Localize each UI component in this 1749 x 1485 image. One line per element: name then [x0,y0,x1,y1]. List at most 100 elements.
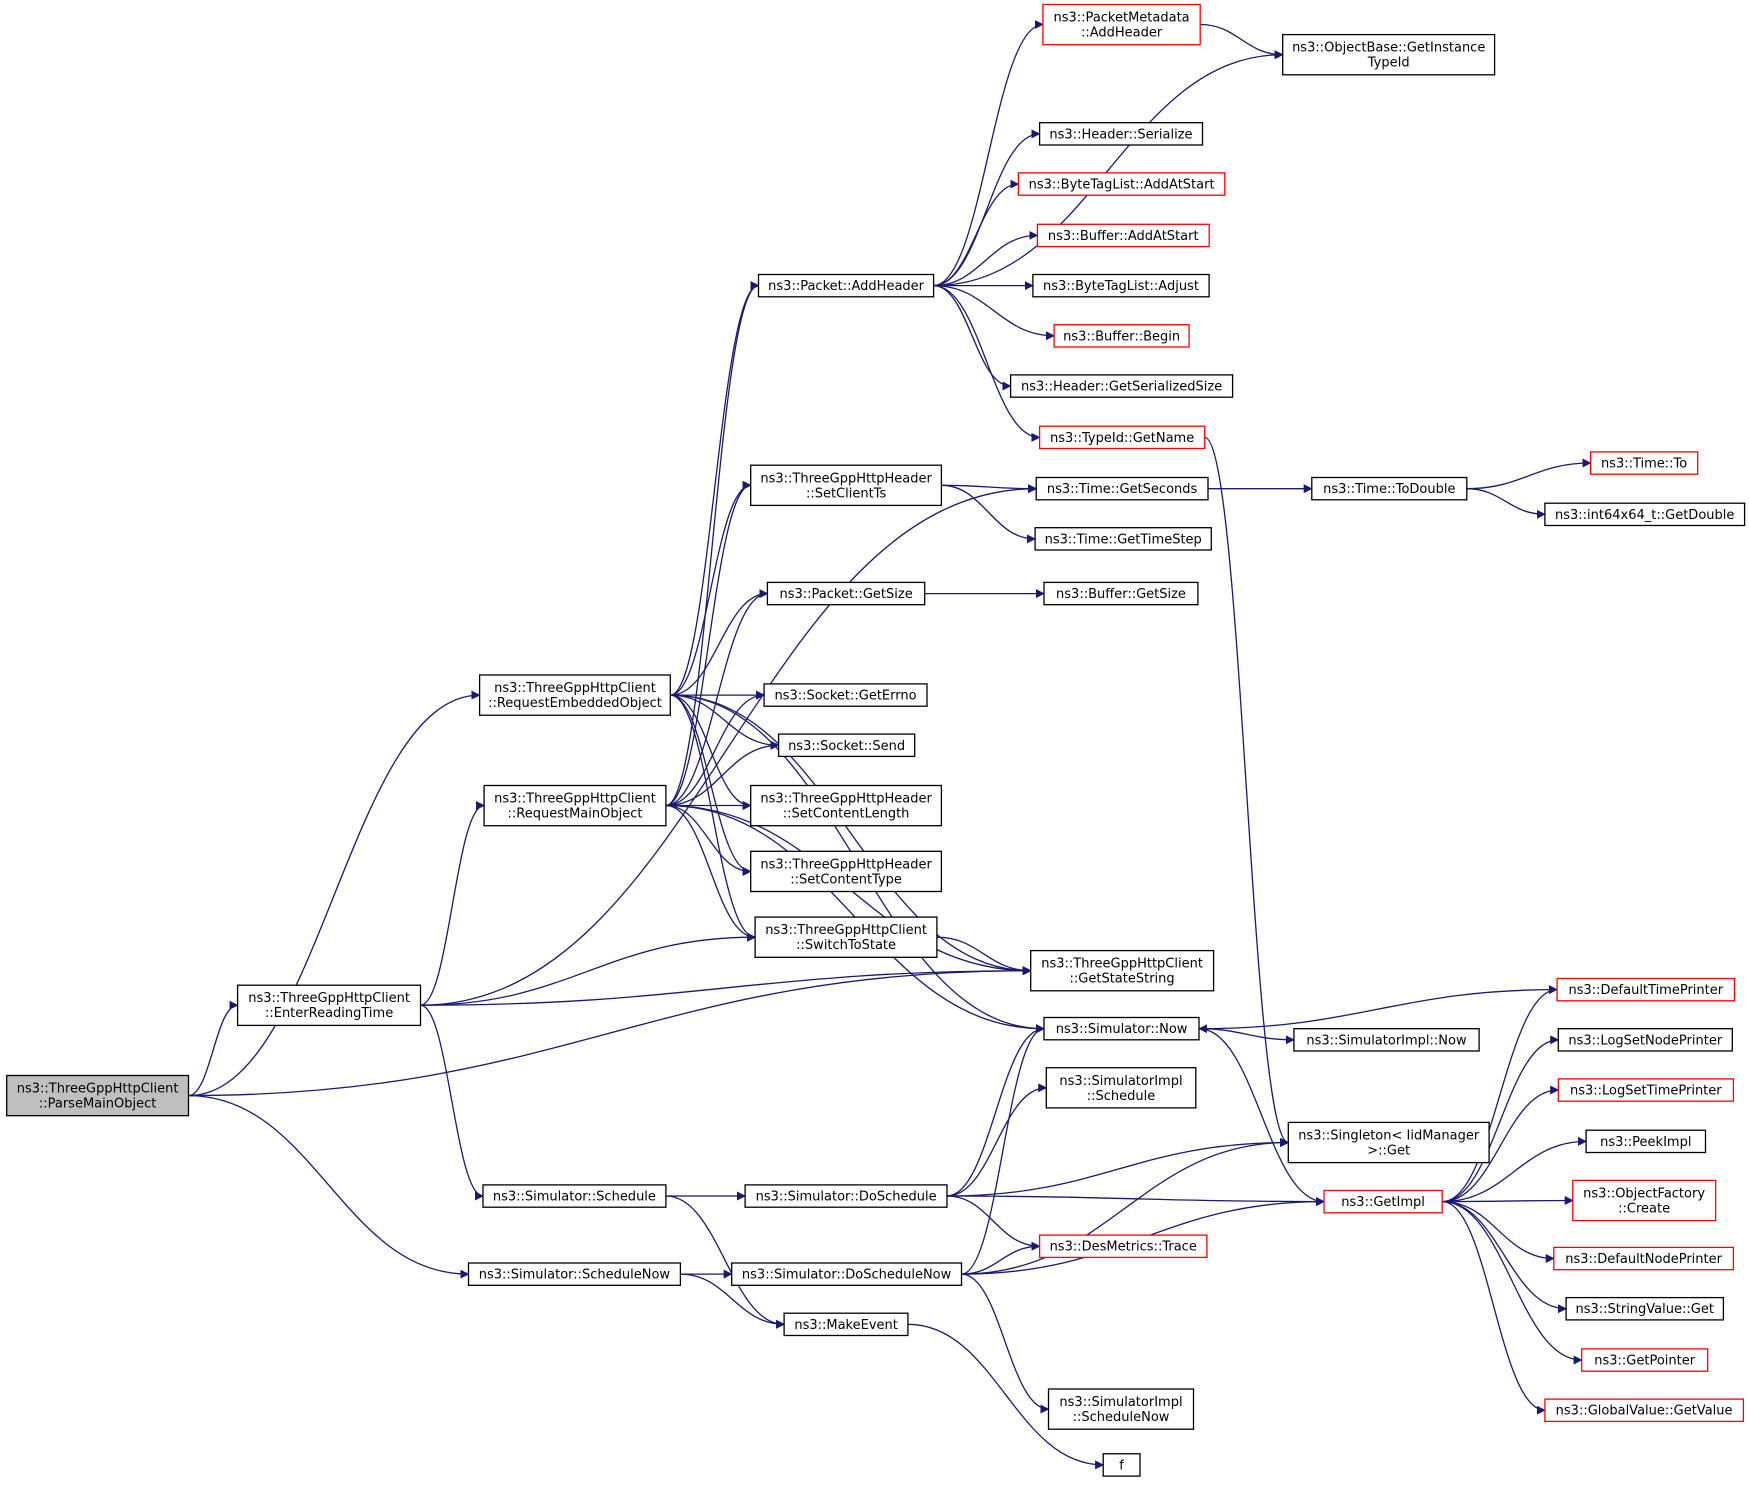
node-label: ns3::LogSetTimePrinter [1570,1084,1722,1099]
node-box [1282,33,1496,76]
node-box [478,674,671,716]
node-gss[interactable]: ns3::ThreeGppHttpClient::GetStateString [1030,949,1215,992]
edge-reo-to-pah [670,281,760,696]
node-gvgv[interactable]: ns3::GlobalValue::GetValue [1544,1398,1745,1423]
node-reo[interactable]: ns3::ThreeGppHttpClient::RequestEmbedded… [478,674,671,716]
node-sts[interactable]: ns3::ThreeGppHttpClient::SwitchToState [754,916,938,958]
node-layer: ns3::ThreeGppHttpClient::ParseMainObject… [6,3,1746,1477]
node-sget[interactable]: ns3::Singleton< IidManager >::Get [1287,1121,1490,1164]
node-box [1557,1028,1733,1052]
node-pmah[interactable]: ns3::PacketMetadata::AddHeader [1042,3,1201,46]
node-bgs[interactable]: ns3::Buffer::GetSize [1043,581,1199,606]
node-btladj[interactable]: ns3::ByteTagList::Adjust [1032,273,1210,298]
node-tgn[interactable]: ns3::TypeId::GetName [1038,425,1206,450]
node-baas[interactable]: ns3::Buffer::AddAtStart [1036,223,1210,248]
edge-gimpl-to-dtp [1442,985,1558,1203]
node-label: ns3::ThreeGppHttpClient [765,923,927,938]
edge-sdschn-to-sischn [961,1273,1050,1414]
edge-sdsch-to-sisch [946,1083,1048,1197]
node-tto[interactable]: ns3::Time::To [1589,451,1699,475]
node-tgs[interactable]: ns3::Time::GetSeconds [1035,476,1209,501]
node-box [1053,324,1190,348]
node-mev[interactable]: ns3::MakeEvent [783,1312,909,1337]
node-box [1035,476,1209,501]
node-bbeg[interactable]: ns3::Buffer::Begin [1053,324,1190,348]
node-gptr[interactable]: ns3::GetPointer [1581,1348,1709,1372]
node-label: ns3::ThreeGppHttpClient [494,792,656,807]
node-gimpl[interactable]: ns3::GetImpl [1323,1189,1443,1214]
node-i64[interactable]: ns3::int64x64_t::GetDouble [1544,502,1746,527]
edge-ert-to-sts [420,932,756,1006]
node-label: ::SwitchToState [796,938,896,953]
node-ert[interactable]: ns3::ThreeGppHttpClient::EnterReadingTim… [236,984,422,1027]
edge-root-to-gss [188,966,1032,1097]
node-rmo[interactable]: ns3::ThreeGppHttpClient::RequestMainObje… [483,784,667,827]
edge-mev-to-f [907,1323,1105,1470]
node-sischn[interactable]: ns3::SimulatorImpl::ScheduleNow [1047,1388,1195,1430]
edge-rmo-to-pgs [665,589,769,807]
node-box [1036,223,1210,248]
node-box [1565,1296,1725,1321]
node-sdsch[interactable]: ns3::Simulator::DoSchedule [744,1184,948,1208]
edge-pah-to-hgss [933,284,1012,391]
edge-root-to-sschn [188,1094,470,1279]
node-dnp[interactable]: ns3::DefaultNodePrinter [1553,1246,1735,1271]
node-sschn[interactable]: ns3::Simulator::ScheduleNow [467,1262,682,1286]
node-label: ns3::Simulator::DoSchedule [756,1190,937,1205]
node-hscl[interactable]: ns3::ThreeGppHttpHeader::SetContentLengt… [750,784,943,827]
node-box [1045,1067,1197,1109]
node-label: ns3::ThreeGppHttpHeader [760,471,932,486]
node-lsnp[interactable]: ns3::LogSetNodePrinter [1557,1028,1733,1052]
node-hser[interactable]: ns3::Header::Serialize [1038,122,1204,146]
node-ttd[interactable]: ns3::Time::ToDouble [1311,476,1468,501]
edge-reo-to-pgs [670,589,769,696]
node-box [1034,527,1212,551]
node-snow[interactable]: ns3::Simulator::Now [1043,1016,1200,1041]
node-btlaas[interactable]: ns3::ByteTagList::AddAtStart [1017,172,1226,196]
edge-snow-to-sinow [1199,1028,1295,1045]
node-f[interactable]: f [1102,1453,1141,1477]
node-ssch[interactable]: ns3::Simulator::Schedule [482,1184,667,1208]
edge-sts-to-gss [936,936,1032,976]
node-box [1544,502,1746,527]
node-label: ns3::DesMetrics::Trace [1050,1240,1197,1255]
node-tgts[interactable]: ns3::Time::GetTimeStep [1034,527,1212,551]
node-hsctype[interactable]: ns3::ThreeGppHttpHeader::SetContentType [750,850,943,893]
node-sdschn[interactable]: ns3::Simulator::DoScheduleNow [731,1262,963,1286]
node-box [1017,172,1226,196]
node-peek[interactable]: ns3::PeekImpl [1585,1129,1707,1154]
node-label: ns3::ThreeGppHttpClient [494,681,656,696]
edge-gimpl-to-dnp [1442,1200,1555,1263]
node-dtp[interactable]: ns3::DefaultTimePrinter [1556,977,1736,1002]
node-box [1293,1028,1480,1052]
node-hsct[interactable]: ns3::ThreeGppHttpHeader::SetClientTs [750,464,943,507]
node-label: ns3::Header::GetSerializedSize [1021,380,1222,395]
node-box [744,1184,948,1208]
node-sinow[interactable]: ns3::SimulatorImpl::Now [1293,1028,1480,1052]
node-label: ::RequestMainObject [508,807,643,822]
node-root[interactable]: ns3::ThreeGppHttpClient::ParseMainObject [6,1074,190,1117]
node-label: ns3::LogSetNodePrinter [1568,1033,1722,1048]
node-pgs[interactable]: ns3::Packet::GetSize [766,581,926,606]
node-pah[interactable]: ns3::Packet::AddHeader [757,273,935,298]
node-sisch[interactable]: ns3::SimulatorImpl::Schedule [1045,1067,1197,1109]
node-box [1589,451,1699,475]
node-box [1311,476,1468,501]
node-ofc[interactable]: ns3::ObjectFactory::Create [1572,1179,1717,1222]
node-lstp[interactable]: ns3::LogSetTimePrinter [1557,1078,1735,1102]
node-box [1009,374,1234,398]
node-box [1553,1246,1735,1271]
edge-sdsch-to-gimpl [946,1195,1325,1207]
node-svg[interactable]: ns3::StringValue::Get [1565,1296,1725,1321]
node-label: ns3::Packet::GetSize [780,587,913,602]
edge-dtp-to-snow [1198,988,1558,1034]
node-dmt[interactable]: ns3::DesMetrics::Trace [1038,1234,1208,1259]
node-ssend[interactable]: ns3::Socket::Send [777,733,916,758]
node-sge[interactable]: ns3::Socket::GetErrno [763,683,928,707]
node-hgss[interactable]: ns3::Header::GetSerializedSize [1009,374,1234,398]
edge-ttd-to-i64 [1466,488,1546,519]
node-label: ns3::int64x64_t::GetDouble [1555,508,1734,523]
node-label: ns3::MakeEvent [794,1318,898,1333]
